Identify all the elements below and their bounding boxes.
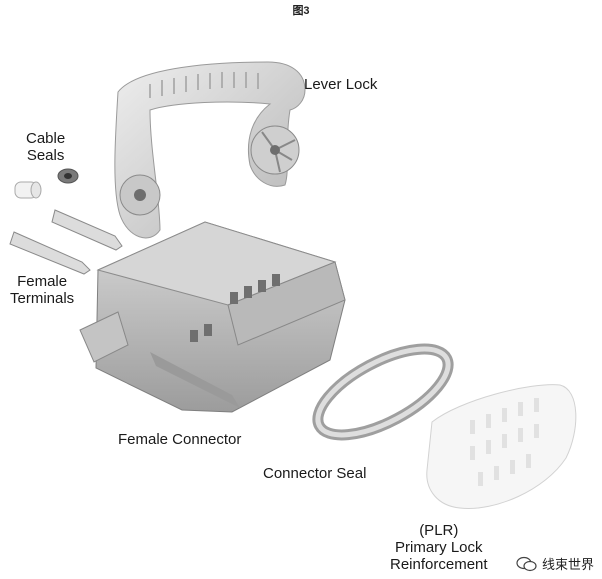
cable-seals-label-line2: Seals — [26, 147, 65, 164]
plr-label-line1: (PLR) — [419, 522, 459, 539]
plr-part — [426, 384, 577, 509]
plr-label: (PLR) Primary Lock Reinforcement — [390, 522, 488, 573]
cable-seals-label: Cable Seals — [26, 130, 65, 164]
female-terminals-label-line1: Female — [17, 273, 68, 290]
female-connector-part — [79, 221, 346, 413]
female-terminals-part — [9, 209, 123, 275]
watermark: 线束世界 — [516, 554, 594, 573]
wechat-icon — [516, 556, 537, 571]
connector-seal-label: Connector Seal — [263, 465, 367, 482]
female-terminals-label-line2: Terminals — [10, 290, 75, 307]
figure-title: 图3 — [292, 5, 310, 17]
connector-seal-part — [312, 343, 454, 441]
watermark-text: 线束世界 — [541, 557, 594, 572]
lever-lock-label: Lever Lock — [304, 76, 378, 93]
plr-label-line3: Reinforcement — [390, 556, 488, 573]
lever-lock-part — [114, 61, 306, 239]
female-terminals-label: Female Terminals — [10, 273, 74, 307]
plr-label-line2: Primary Lock — [395, 539, 483, 556]
cable-seals-part — [14, 168, 79, 199]
female-connector-label: Female Connector — [118, 431, 242, 448]
cable-seals-label-line1: Cable — [26, 130, 66, 147]
